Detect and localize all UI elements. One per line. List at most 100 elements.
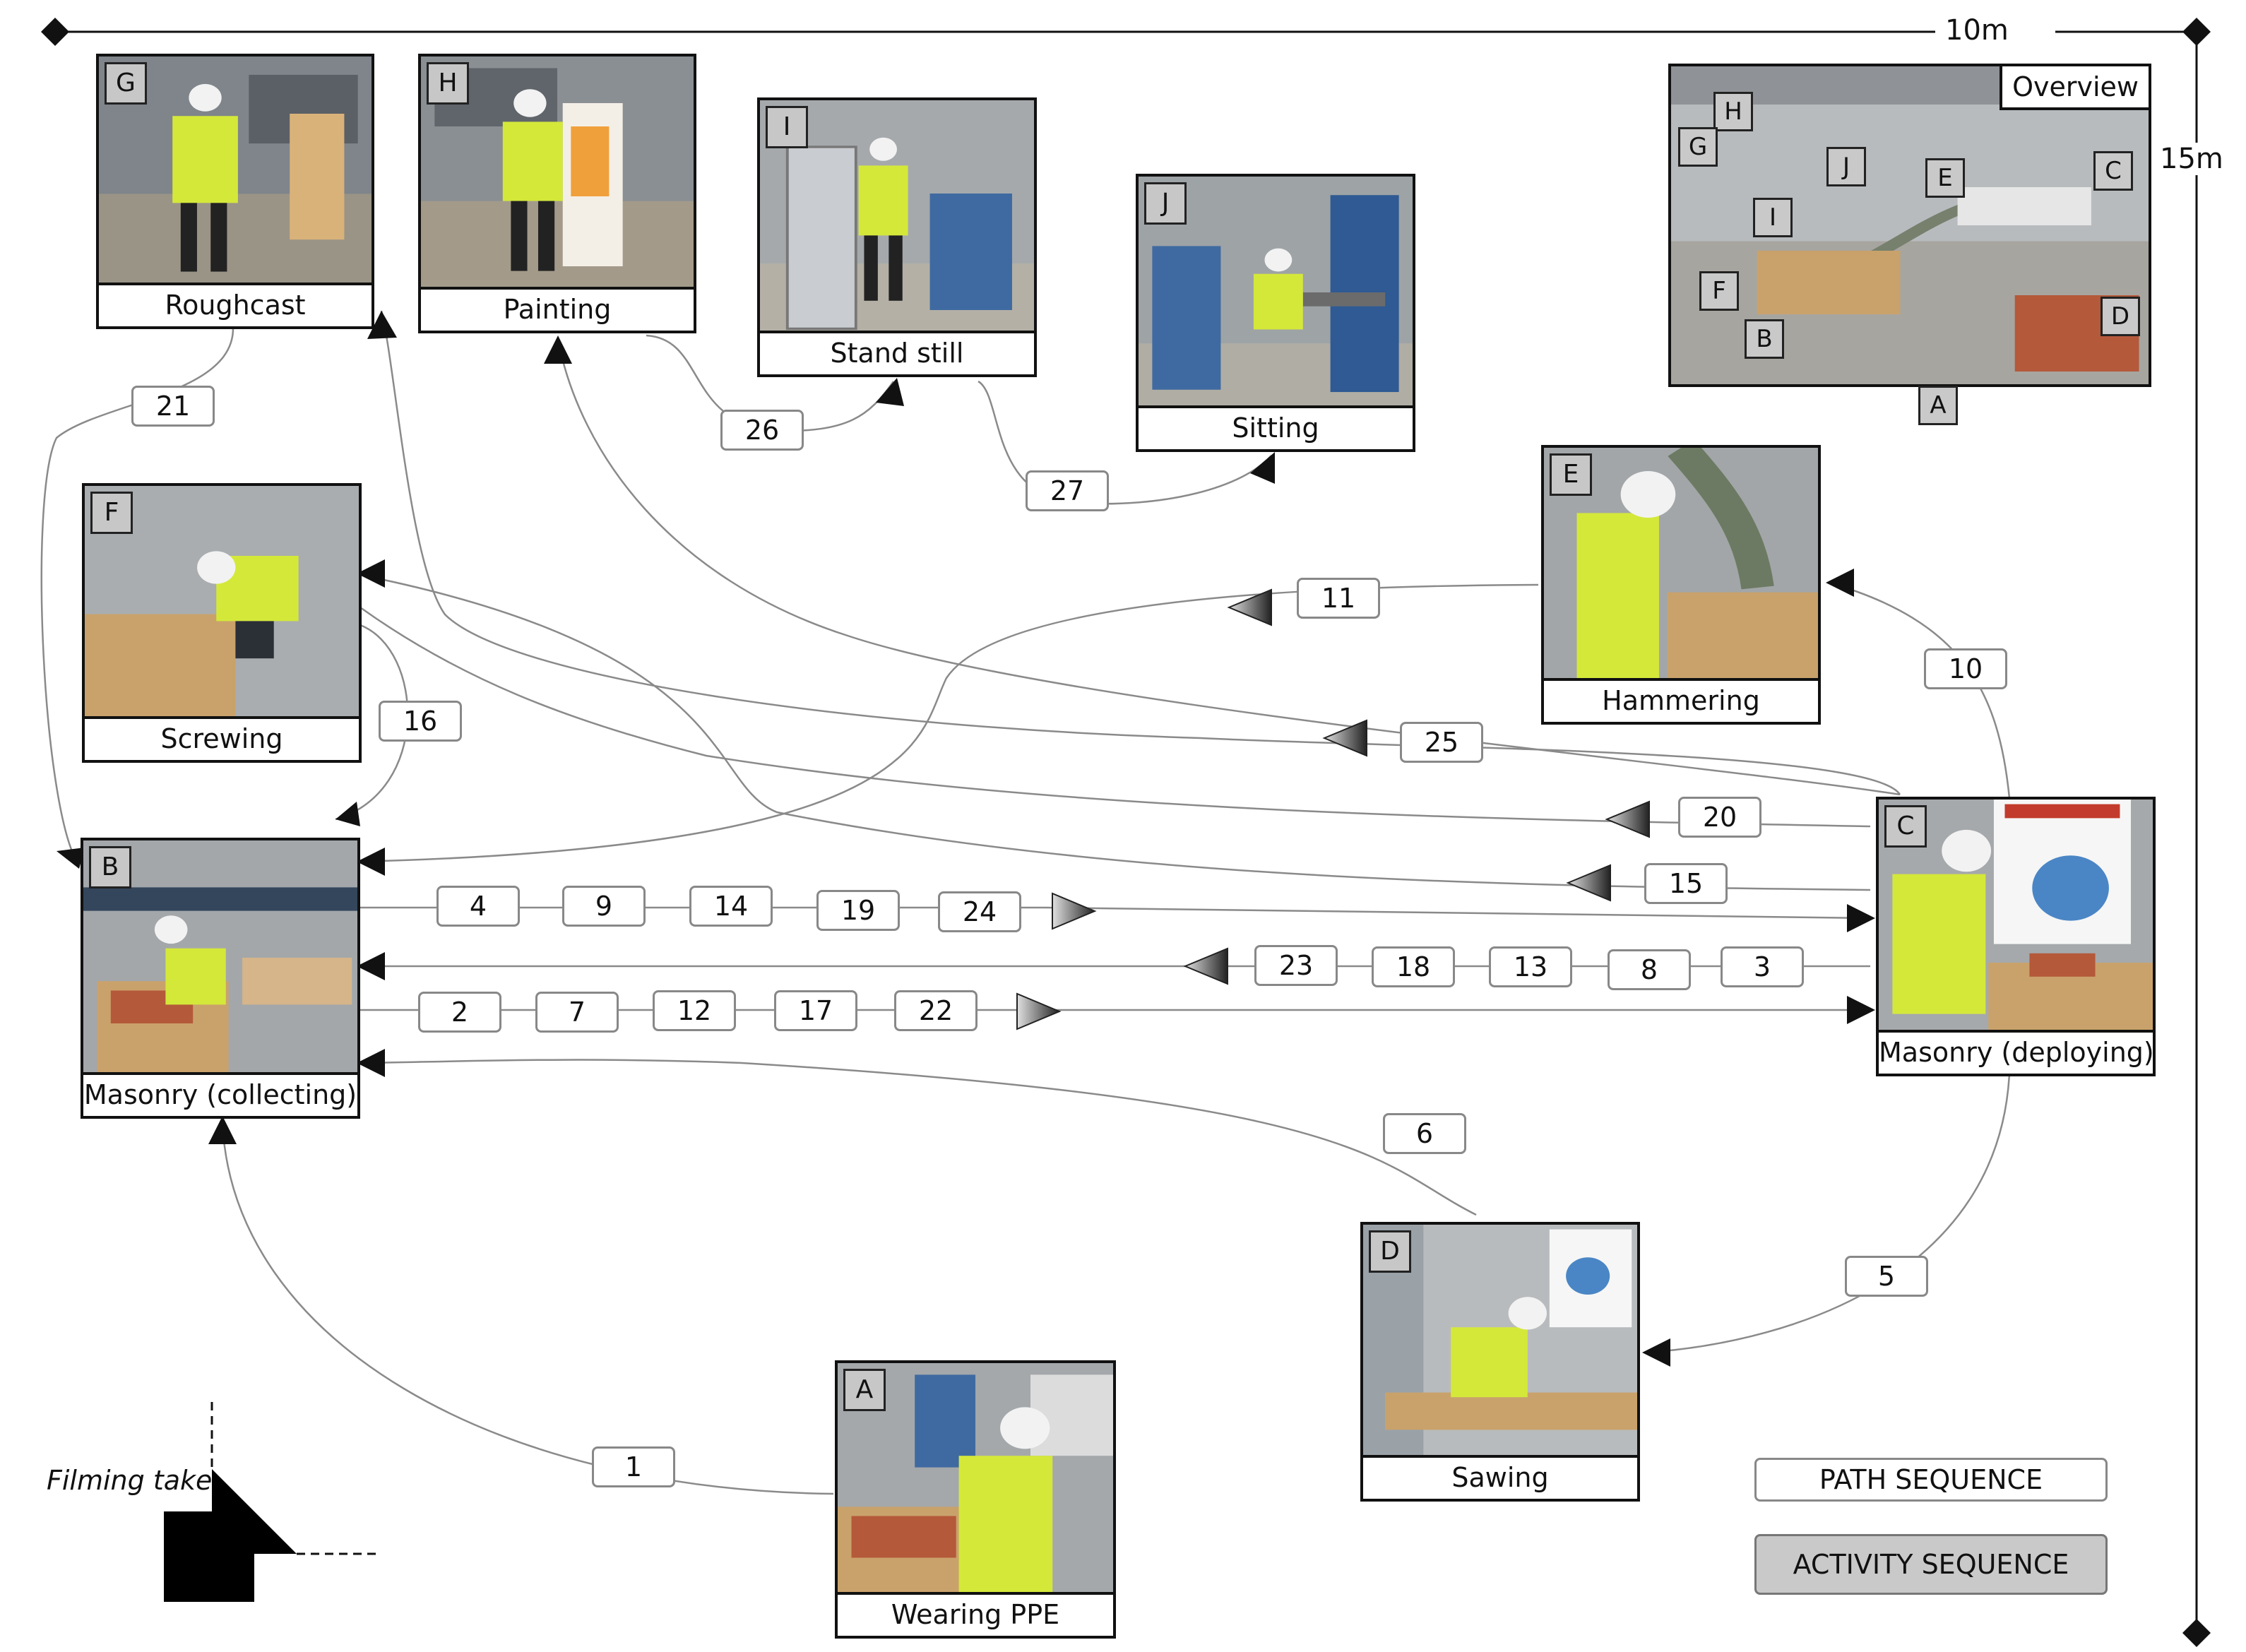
- station-label: Masonry (deploying): [1879, 1030, 2154, 1074]
- overview-tag-b: B: [1745, 319, 1784, 359]
- camera-label: Filming take: [47, 1465, 213, 1496]
- activity-triangle: [1322, 719, 1367, 757]
- arrow-head: [357, 848, 385, 876]
- camera-icon: [164, 1402, 381, 1602]
- station-photo: [1363, 1225, 1637, 1458]
- arrow-head: [57, 848, 85, 869]
- scale-diamond: [2182, 1619, 2211, 1647]
- station-hammering: E Hammering: [1541, 445, 1821, 725]
- activity-triangle: [1052, 892, 1097, 930]
- activity-triangle: [1183, 947, 1228, 985]
- station-letter: C: [1884, 805, 1927, 848]
- overview-tag-f: F: [1699, 271, 1739, 311]
- station-label: Screwing: [85, 716, 359, 760]
- path-step-5: 5: [1845, 1256, 1928, 1297]
- workshop-illustration: [1139, 177, 1413, 408]
- workshop-illustration: [421, 57, 694, 290]
- station-sawing: D Sawing: [1360, 1222, 1640, 1502]
- path-step-7: 7: [535, 992, 619, 1033]
- overview-tag-i: I: [1753, 198, 1793, 237]
- arrow-head: [357, 1049, 385, 1077]
- scale-diamond: [41, 18, 69, 46]
- station-letter: G: [105, 62, 147, 105]
- path-step-14: 14: [689, 886, 773, 927]
- legend-activity-sequence: ACTIVITY SEQUENCE: [1754, 1534, 2108, 1595]
- activity-triangle: [1605, 800, 1650, 838]
- arrow-head: [357, 559, 385, 588]
- path-step-20: 20: [1678, 797, 1761, 838]
- station-wearing-ppe: A Wearing PPE: [835, 1360, 1116, 1639]
- arrow-head: [1250, 452, 1275, 484]
- station-letter: D: [1369, 1230, 1411, 1273]
- station-masonry-collecting: B Masonry (collecting): [81, 838, 360, 1119]
- station-stand-still: I Stand still: [757, 97, 1037, 377]
- arrow-head: [208, 1116, 237, 1144]
- overview-tag-h: H: [1713, 92, 1753, 131]
- station-label: Painting: [421, 287, 694, 331]
- path-step-24: 24: [938, 891, 1021, 932]
- path-to-painting: [557, 338, 1901, 796]
- path-step-21: 21: [131, 386, 215, 427]
- path-step-3: 3: [1721, 946, 1804, 987]
- path-5: [1645, 1073, 2011, 1354]
- path-step-27: 27: [1026, 470, 1109, 511]
- arrow-head: [876, 378, 904, 406]
- path-step-13: 13: [1489, 946, 1572, 987]
- path-step-10: 10: [1924, 648, 2007, 689]
- path-21: [40, 328, 234, 866]
- overview-tag-e: E: [1925, 158, 1965, 198]
- overview-tag-g: G: [1678, 127, 1718, 167]
- workshop-illustration: [838, 1363, 1113, 1595]
- arrow-heads: [57, 311, 1875, 1367]
- station-roughcast: G Roughcast: [96, 54, 374, 329]
- station-letter: A: [843, 1369, 886, 1411]
- path-step-4: 4: [436, 886, 520, 927]
- station-label: Sawing: [1363, 1455, 1637, 1499]
- station-letter: J: [1144, 182, 1187, 225]
- station-photo: [838, 1363, 1113, 1595]
- station-label: Masonry (collecting): [83, 1072, 357, 1116]
- path-step-8: 8: [1608, 949, 1691, 990]
- station-photo: [760, 100, 1034, 333]
- station-masonry-deploying: C Masonry (deploying): [1876, 797, 2156, 1076]
- arrow-head: [367, 311, 397, 339]
- station-screwing: F Screwing: [82, 483, 362, 763]
- station-label: Hammering: [1544, 678, 1818, 722]
- path-20: [360, 606, 1871, 828]
- path-step-15: 15: [1644, 863, 1728, 904]
- path-step-11: 11: [1297, 578, 1380, 619]
- path-step-1: 1: [592, 1446, 675, 1487]
- path-step-16: 16: [379, 701, 462, 742]
- path-11: [356, 583, 1539, 863]
- station-photo: [421, 57, 694, 290]
- workshop-illustration: [760, 100, 1034, 333]
- path-6: [356, 1059, 1477, 1216]
- station-painting: H Painting: [418, 54, 696, 333]
- scale-diamond: [2182, 18, 2211, 46]
- scale-height-label: 15m: [2154, 143, 2229, 175]
- station-photo: [1139, 177, 1413, 408]
- arrow-head: [1826, 569, 1854, 597]
- path-step-23: 23: [1254, 945, 1338, 986]
- scale-markers: [41, 18, 2211, 1647]
- path-step-2: 2: [418, 992, 501, 1033]
- overview-tag-j: J: [1826, 147, 1866, 186]
- path-1: [221, 1122, 834, 1495]
- path-step-26: 26: [720, 410, 804, 451]
- station-letter: B: [89, 846, 131, 889]
- activity-markers: [1016, 588, 1650, 1030]
- arrow-head: [1847, 904, 1875, 932]
- station-letter: E: [1550, 453, 1592, 496]
- station-label: Stand still: [760, 331, 1034, 374]
- arrow-head: [544, 335, 572, 364]
- overview-title: Overview: [2000, 66, 2149, 110]
- station-label: Sitting: [1139, 405, 1413, 449]
- arrow-head: [335, 802, 360, 826]
- path-step-25: 25: [1400, 722, 1483, 763]
- station-letter: F: [90, 492, 133, 534]
- station-letter: I: [766, 106, 808, 148]
- activity-triangle: [1566, 864, 1611, 902]
- path-25: [380, 310, 1901, 795]
- path-step-17: 17: [774, 990, 857, 1031]
